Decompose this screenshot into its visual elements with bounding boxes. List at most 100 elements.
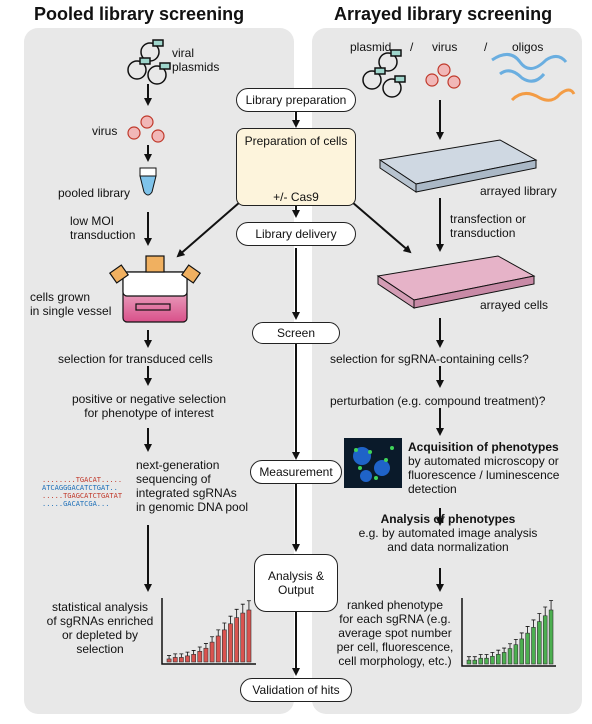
bar [197, 650, 203, 663]
error-bar [167, 655, 172, 659]
transfection-label: transfection or transduction [450, 212, 527, 240]
pooled-library-label: pooled library [58, 186, 131, 200]
bar [507, 648, 513, 665]
cells-plate-icon [376, 255, 536, 309]
seq-line: ATCAGGGACATCTGAT.. [42, 484, 118, 492]
plate-icon [378, 139, 538, 193]
microscopy-image [344, 438, 402, 488]
arrayed-cells-label: arrayed cells [480, 298, 549, 312]
ranked-label: ranked phenotype for each sgRNA (e.g. av… [336, 598, 454, 668]
error-bar [222, 622, 227, 630]
error-bar [185, 651, 190, 656]
tube-icon [139, 167, 157, 196]
pos-neg-label: positive or negative selection for pheno… [71, 392, 227, 420]
error-bar [191, 650, 196, 655]
error-bar [496, 649, 501, 655]
bar [531, 627, 536, 665]
seq-line: ........TGACAT..... [42, 476, 123, 484]
bar [228, 623, 233, 663]
flask-icon [108, 255, 202, 323]
low-moi-label: low MOI transduction [70, 214, 136, 242]
library-preparation-box: Library preparation [236, 88, 356, 112]
bar [537, 621, 542, 665]
preparation-of-cells-box [236, 128, 356, 206]
slash-1: / [410, 40, 414, 54]
virus-label: virus [92, 124, 118, 138]
screen-box: Screen [252, 322, 340, 344]
bar [172, 657, 178, 663]
bar [203, 647, 209, 663]
bar [178, 657, 184, 663]
center-arrows [176, 112, 412, 676]
bar [166, 658, 172, 663]
plasmid-icon [127, 39, 171, 85]
cells-grown-label: cells grown in single vessel [30, 290, 112, 318]
bar [191, 654, 197, 663]
error-bar [197, 646, 202, 652]
error-bar [216, 629, 221, 636]
pooled-bar-chart [166, 600, 252, 663]
error-bar [513, 639, 518, 645]
oligos-label: oligos [512, 40, 544, 54]
virus-icon [127, 115, 165, 143]
bar [185, 655, 190, 663]
bar [234, 617, 240, 663]
arrayed-library-label: arrayed library [480, 184, 557, 198]
preparation-of-cells-label: Preparation of cells [244, 134, 348, 148]
error-bar [472, 656, 477, 661]
error-bar [519, 632, 524, 639]
ngs-label: next-generation sequencing of integrated… [136, 458, 249, 514]
error-bar [490, 651, 495, 657]
bar [466, 659, 472, 665]
error-bar [203, 643, 208, 649]
virus-label-right: virus [432, 40, 458, 54]
error-bar [466, 656, 471, 661]
bar [513, 644, 519, 665]
error-bar [210, 636, 215, 643]
viral-plasmids-label: viral plasmids [172, 46, 220, 74]
bar [501, 652, 507, 665]
bar [209, 641, 215, 663]
bar [221, 629, 227, 663]
error-bar [179, 653, 184, 658]
validation-box: Validation of hits [240, 678, 352, 702]
error-bar [508, 643, 512, 649]
chart-axes [161, 598, 556, 667]
cas9-label: +/- Cas9 [273, 190, 319, 204]
bar [484, 657, 489, 665]
measurement-box: Measurement [250, 460, 342, 484]
arrayed-bar-chart [466, 600, 554, 665]
oligo-icon [491, 53, 576, 102]
error-bar [234, 608, 239, 618]
bar [525, 632, 530, 665]
error-bar [502, 647, 507, 653]
bar [519, 638, 524, 665]
bar [496, 654, 501, 665]
error-bar [228, 615, 233, 624]
selection-sgrna-label: selection for sgRNA-containing cells? [330, 352, 529, 366]
bar [215, 635, 221, 663]
arrayed-panel [312, 28, 582, 714]
seq-line: .....TGAGCATCTGATAT [42, 492, 123, 500]
acquisition-text: by automated microscopy or fluorescence … [408, 454, 560, 496]
error-bar [484, 654, 489, 659]
error-bar [531, 619, 536, 628]
library-delivery-box: Library delivery [236, 222, 356, 246]
plasmid-label: plasmid [350, 40, 392, 54]
bar [472, 659, 478, 665]
error-bar [543, 606, 548, 616]
stat-analysis-label: statistical analysis of sgRNAs enriched … [46, 600, 154, 656]
error-bar [240, 603, 245, 614]
analysis-output-box: Analysis & Output [254, 554, 338, 612]
bar [548, 609, 554, 665]
error-bar [478, 654, 483, 659]
bar [240, 612, 246, 663]
acquisition-title: Acquisition of phenotypes [408, 440, 559, 454]
bar [490, 655, 495, 665]
error-bar [537, 613, 542, 622]
error-bar [173, 653, 178, 658]
seq-line: .....GACATCGA... [42, 500, 110, 508]
error-bar [525, 626, 530, 634]
bar [542, 615, 548, 665]
bar [478, 657, 483, 665]
